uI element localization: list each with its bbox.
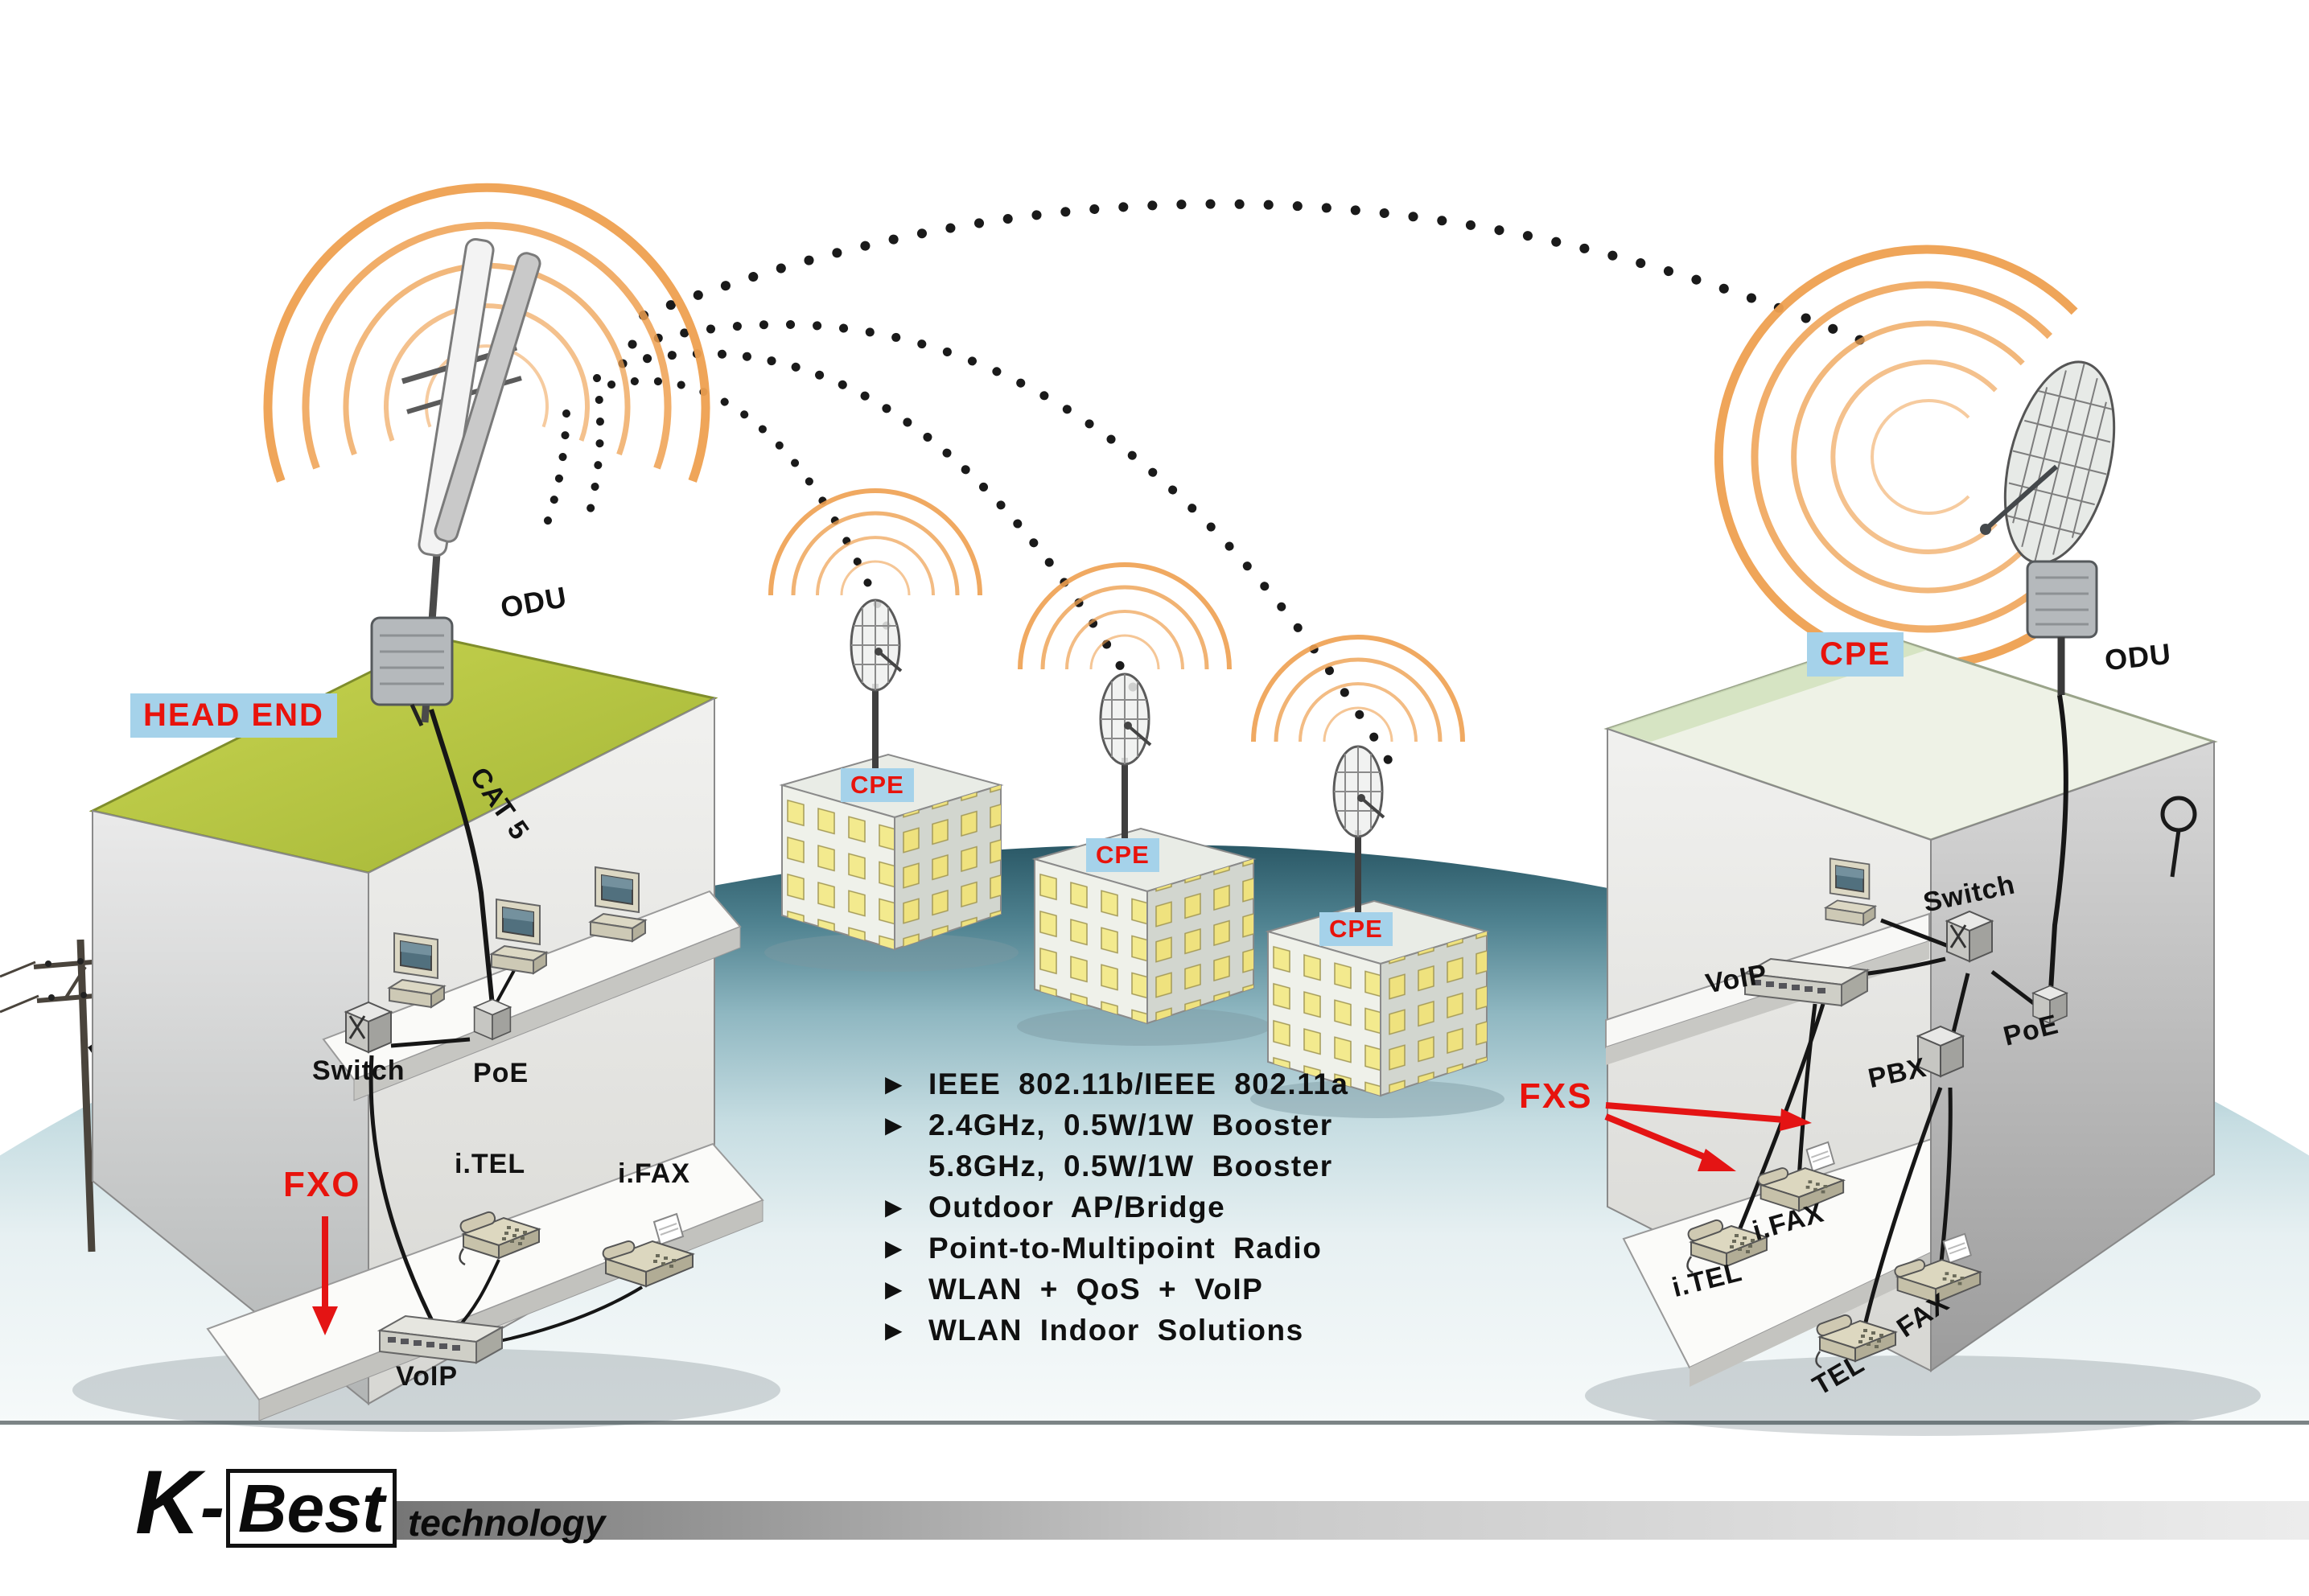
arrow-bullet-icon: ▶ xyxy=(885,1195,903,1220)
computer-icon xyxy=(491,899,547,974)
cpe-dish-antenna xyxy=(1980,360,2116,695)
computer-icon xyxy=(590,866,646,942)
fxs-label: FXS xyxy=(1519,1076,1593,1116)
cpe-tag-1: CPE xyxy=(841,768,914,802)
ifax-left-label: i.FAX xyxy=(618,1158,691,1189)
feature-text: WLAN Indoor Solutions xyxy=(928,1313,1304,1347)
fxo-arrow xyxy=(312,1216,338,1335)
itel-left-label: i.TEL xyxy=(455,1149,526,1179)
feature-text: 2.4GHz, 0.5W/1W Booster xyxy=(928,1108,1333,1141)
voip-left-label: VoIP xyxy=(396,1361,459,1392)
feature-list: ▶ IEEE 802.11b/IEEE 802.11a ▶ 2.4GHz, 0.… xyxy=(885,1063,1348,1351)
logo-subtitle: technology xyxy=(407,1502,606,1544)
arrow-bullet-icon: ▶ xyxy=(885,1113,903,1137)
logo-best: Best xyxy=(225,1469,397,1548)
footer-bar xyxy=(338,1501,2309,1540)
odu-right-label: ODU xyxy=(2103,636,2173,677)
fxs-arrows xyxy=(1604,1102,1812,1171)
radio-waves-headend xyxy=(263,183,710,483)
feature-item: ▶ IEEE 802.11b/IEEE 802.11a xyxy=(885,1063,1348,1104)
feature-text: Point-to-Multipoint Radio xyxy=(928,1231,1323,1265)
arrow-bullet-icon: ▶ xyxy=(885,1277,903,1302)
arrow-bullet-icon: ▶ xyxy=(885,1236,903,1261)
poe-icon xyxy=(473,998,512,1040)
head-end-antenna xyxy=(370,238,541,727)
poe-left-label: PoE xyxy=(473,1058,529,1088)
cpe-tag-2: CPE xyxy=(1086,838,1159,872)
arrow-bullet-icon: ▶ xyxy=(885,1072,903,1096)
feature-text: IEEE 802.11b/IEEE 802.11a xyxy=(928,1067,1349,1100)
feature-text: 5.8GHz, 0.5W/1W Booster xyxy=(928,1149,1333,1183)
feature-item: ▶ WLAN Indoor Solutions xyxy=(885,1310,1348,1351)
feature-item: ▶ Point-to-Multipoint Radio xyxy=(885,1228,1348,1269)
switch-left-label: Switch xyxy=(312,1055,405,1086)
switch-icon xyxy=(1947,911,1992,961)
head-end-building xyxy=(72,636,780,1432)
arrow-bullet-icon: ▶ xyxy=(885,1318,903,1343)
radio-links-dotted xyxy=(543,199,1867,779)
cpe-tag-right: CPE xyxy=(1807,632,1904,677)
cpe-tag-3: CPE xyxy=(1319,912,1393,946)
logo-k: K xyxy=(135,1452,200,1553)
computer-icon xyxy=(1825,858,1876,926)
feature-text: Outdoor AP/Bridge xyxy=(928,1190,1226,1224)
head-end-tag: HEAD END xyxy=(130,693,337,738)
brand-logo: K - Best technology xyxy=(135,1458,605,1548)
feature-item: 5.8GHz, 0.5W/1W Booster xyxy=(885,1146,1348,1187)
radio-waves-mid-cpe xyxy=(768,488,1465,742)
feature-item: ▶ WLAN + QoS + VoIP xyxy=(885,1269,1348,1310)
feature-item: ▶ 2.4GHz, 0.5W/1W Booster xyxy=(885,1104,1348,1146)
feature-text: WLAN + QoS + VoIP xyxy=(928,1272,1264,1306)
switch-icon xyxy=(346,1002,391,1052)
logo-dash: - xyxy=(200,1467,224,1548)
fxo-label: FXO xyxy=(283,1165,361,1204)
head-end-cables xyxy=(368,709,644,1347)
computer-icon xyxy=(389,932,445,1008)
feature-item: ▶ Outdoor AP/Bridge xyxy=(885,1187,1348,1228)
